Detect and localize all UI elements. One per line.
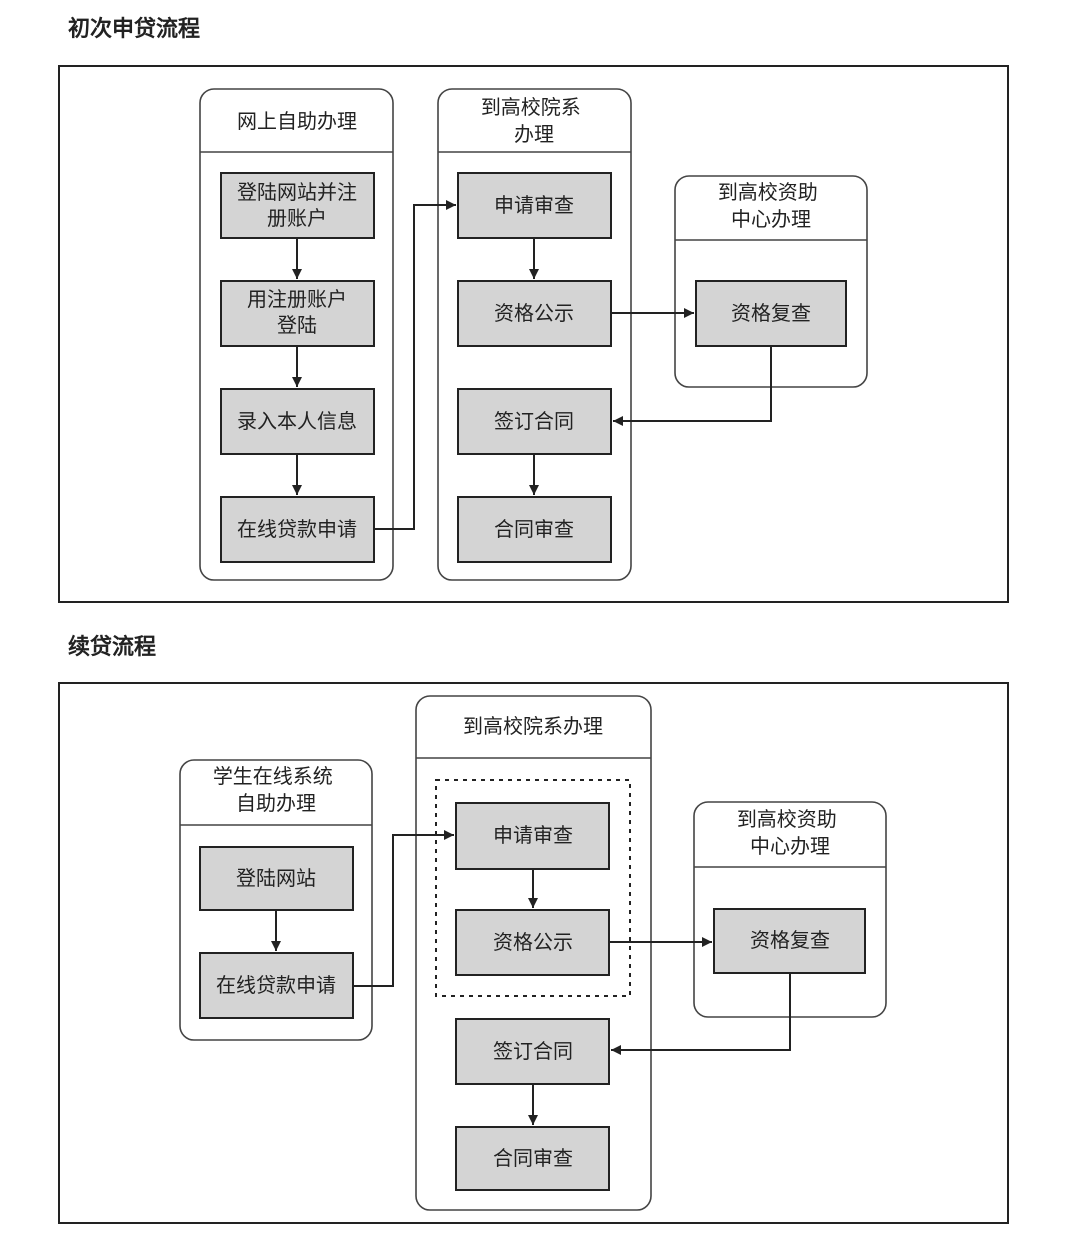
initial-arrow-recheck-sign — [613, 346, 772, 426]
svg-text:资格复查: 资格复查 — [731, 301, 811, 325]
renewal-step-review: 申请审查 — [455, 802, 610, 870]
svg-text:资格复查: 资格复查 — [750, 928, 830, 952]
initial-lane-center-title: 到高校资助 中心办理 — [718, 180, 824, 231]
renewal-arrow-recheck-sign — [611, 973, 791, 1055]
renewal-review-group — [435, 779, 631, 997]
renewal-step-apply: 在线贷款申请 — [199, 952, 354, 1019]
initial-step-publicity: 资格公示 — [457, 280, 612, 347]
renewal-lane-school-title: 到高校院系办理 — [463, 714, 603, 738]
svg-text:资格公示: 资格公示 — [493, 930, 573, 954]
svg-text:合同审查: 合同审查 — [493, 1146, 573, 1170]
initial-arrow-apply-review — [374, 200, 456, 530]
svg-text:合同审查: 合同审查 — [494, 517, 574, 541]
svg-text:在线贷款申请: 在线贷款申请 — [216, 973, 336, 997]
initial-section-title: 初次申贷流程 — [68, 16, 200, 42]
renewal-step-sign: 签订合同 — [455, 1018, 610, 1085]
initial-step-login: 用注册账户登陆 — [220, 280, 375, 347]
svg-text:申请审查: 申请审查 — [493, 823, 573, 847]
initial-lane-online-title: 网上自助办理 — [237, 109, 357, 133]
svg-text:登陆网站并注册账户: 登陆网站并注册账户 — [237, 180, 357, 230]
svg-text:签订合同: 签订合同 — [494, 409, 574, 433]
renewal-lane-center-title: 到高校资助 中心办理 — [737, 807, 843, 858]
renewal-frame — [58, 682, 1009, 1224]
renewal-step-login: 登陆网站 — [199, 846, 354, 911]
initial-frame — [58, 65, 1009, 603]
renewal-arrow-apply-review — [353, 830, 454, 987]
initial-step-recheck: 资格复查 — [695, 280, 847, 347]
renewal-step-recheck: 资格复查 — [713, 908, 866, 974]
initial-step-info: 录入本人信息 — [220, 388, 375, 455]
svg-text:在线贷款申请: 在线贷款申请 — [237, 517, 357, 541]
svg-text:登陆网站: 登陆网站 — [236, 866, 316, 890]
svg-text:申请审查: 申请审查 — [494, 193, 574, 217]
initial-step-apply: 在线贷款申请 — [220, 496, 375, 563]
renewal-step-contract-review: 合同审查 — [455, 1126, 610, 1191]
initial-step-review: 申请审查 — [457, 172, 612, 239]
initial-lane-school-title: 到高校院系 办理 — [481, 95, 587, 146]
svg-text:签订合同: 签订合同 — [493, 1039, 573, 1063]
renewal-section-title: 续贷流程 — [68, 634, 156, 660]
initial-step-contract-review: 合同审查 — [457, 496, 612, 563]
svg-text:资格公示: 资格公示 — [494, 301, 574, 325]
renewal-step-publicity: 资格公示 — [455, 909, 610, 976]
svg-text:录入本人信息: 录入本人信息 — [237, 409, 357, 433]
renewal-lane-online-title: 学生在线系统 自助办理 — [213, 764, 339, 815]
initial-step-sign: 签订合同 — [457, 388, 612, 455]
initial-step-register: 登陆网站并注册账户 — [220, 172, 375, 239]
svg-text:用注册账户登陆: 用注册账户登陆 — [247, 287, 347, 337]
